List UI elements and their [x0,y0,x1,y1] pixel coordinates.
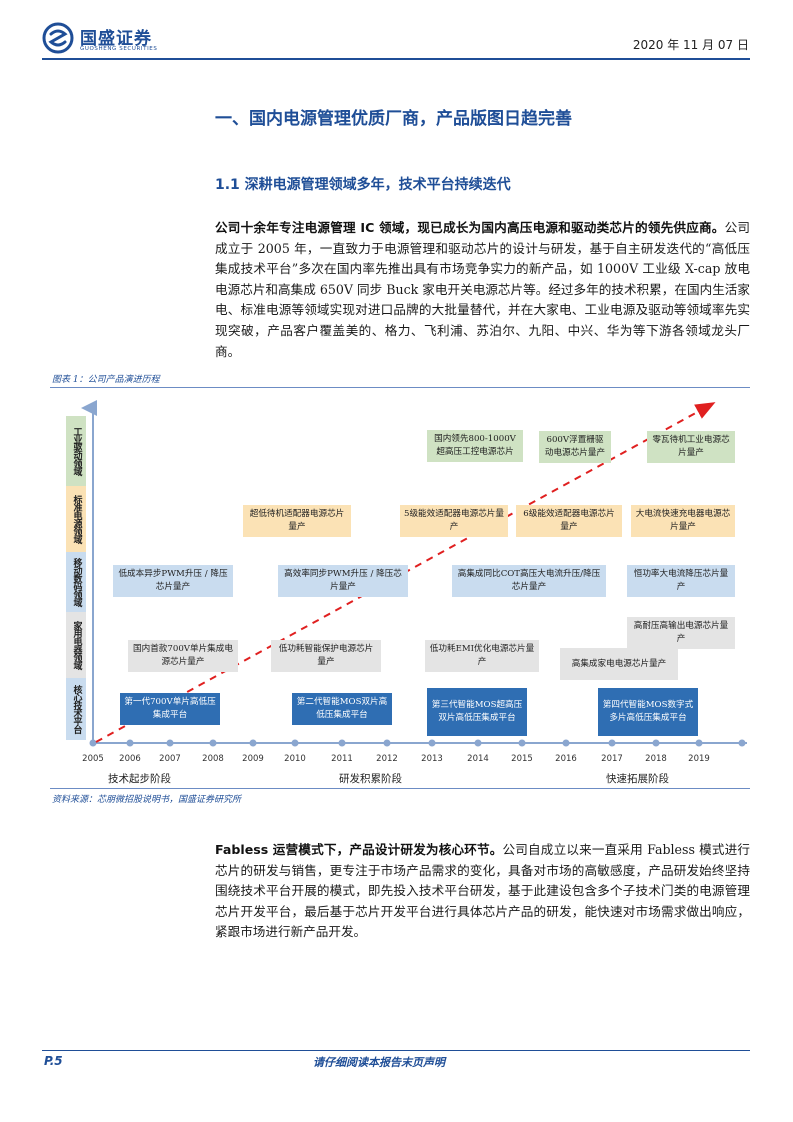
fabless-lead: Fabless 运营模式下，产品设计研发为核心环节。 [215,842,503,857]
stage-expansion: 快速拓展阶段 [606,773,669,785]
year-label: 2019 [688,754,710,764]
year-label: 2013 [421,754,443,764]
platform-gen4: 第四代智能MOS数字式多片高低压集成平台 [598,688,698,736]
industrial-milestone-2016: 600V浮置栅驱动电源芯片量产 [539,431,611,463]
standard-milestone-2013: 5级能效适配器电源芯片量产 [400,505,508,537]
year-dot [166,739,174,747]
stage-accumulation: 研发积累阶段 [339,773,402,785]
year-label: 2005 [82,754,104,764]
year-label: 2006 [119,754,141,764]
brand-logo: 国盛证券 GUOSHENG SECURITIES [42,22,182,56]
header-divider [42,58,750,60]
subsection-title: 1.1 深耕电源管理领域多年，技术平台持续迭代 [215,177,511,193]
fabless-paragraph: Fabless 运营模式下，产品设计研发为核心环节。公司自成立以来一直采用 Fa… [215,840,750,943]
year-dot [652,739,660,747]
year-dot [209,739,217,747]
year-dot [608,739,616,747]
brand-name-en: GUOSHENG SECURITIES [80,46,158,52]
appliance-milestone-2018: 高耐压高输出电源芯片量产 [627,617,735,649]
year-dot [428,739,436,747]
year-label: 2018 [645,754,667,764]
year-dot [126,739,134,747]
year-dot [383,739,391,747]
mobile-milestone-2010: 高效率同步PWM升压 / 降压芯片量产 [278,565,408,597]
category-mobile-digital: 移动数码领域 [66,552,86,612]
year-label: 2011 [331,754,353,764]
page-number: P.5 [44,1054,63,1068]
year-label: 2014 [467,754,489,764]
figure-source: 资料来源：芯朋微招股说明书，国盛证券研究所 [52,795,242,805]
category-core-platform: 核心技术平台 [66,678,86,740]
industrial-milestone-2018: 零瓦待机工业电源芯片量产 [647,431,735,463]
stage-startup: 技术起步阶段 [108,773,171,785]
intro-lead: 公司十余年专注电源管理 IC 领域，现已成长为国内高压电源和驱动类芯片的领先供应… [215,220,725,235]
year-dot [89,739,97,747]
disclaimer-note: 请仔细阅读本报告末页声明 [313,1056,445,1069]
appliance-milestone-2017: 高集成家电电源芯片量产 [560,648,678,680]
standard-milestone-2018: 大电流快速充电器电源芯片量产 [631,505,735,537]
year-dot [474,739,482,747]
product-evolution-diagram: 工业驱动领域 标准电源领域 移动数码领域 家用电器领域 核心技术平台 国内领先8… [50,390,750,786]
guosheng-logo-icon [42,22,74,54]
fabless-body: 公司自成立以来一直采用 Fabless 模式进行芯片的研发与销售，更专注于市场产… [215,842,750,940]
year-label: 2012 [376,754,398,764]
year-dot [249,739,257,747]
industrial-milestone-2013: 国内领先800-1000V超高压工控电源芯片 [427,430,523,462]
year-label: 2010 [284,754,306,764]
platform-gen2: 第二代智能MOS双片高低压集成平台 [292,693,392,725]
year-dot [291,739,299,747]
mobile-milestone-2018: 恒功率大电流降压芯片量产 [627,565,735,597]
standard-milestone-2009: 超低待机适配器电源芯片量产 [243,505,351,537]
year-dot [338,739,346,747]
figure-bottom-divider [50,788,750,789]
appliance-milestone-2010: 低功耗智能保护电源芯片量产 [271,640,381,672]
year-dot [518,739,526,747]
year-dot [562,739,570,747]
standard-milestone-2016: 6级能效适配器电源芯片量产 [516,505,622,537]
year-dot [738,739,746,747]
footer-divider [42,1050,750,1051]
figure-caption: 图表 1：公司产品演进历程 [52,375,160,385]
figure-top-divider [50,387,750,388]
category-standard-power: 标准电源领域 [66,486,86,552]
year-label: 2009 [242,754,264,764]
year-label: 2007 [159,754,181,764]
year-label: 2017 [601,754,623,764]
year-label: 2008 [202,754,224,764]
appliance-milestone-2007: 国内首款700V单片集成电源芯片量产 [128,640,238,672]
year-label: 2015 [511,754,533,764]
appliance-milestone-2014: 低功耗EMI优化电源芯片量产 [425,640,539,672]
year-ticks [89,739,746,747]
mobile-milestone-2006: 低成本异步PWM升压 / 降压芯片量产 [113,565,233,597]
category-industrial: 工业驱动领域 [66,416,86,486]
section-title: 一、国内电源管理优质厂商，产品版图日趋完善 [215,109,572,129]
intro-paragraph: 公司十余年专注电源管理 IC 领域，现已成长为国内高压电源和驱动类芯片的领先供应… [215,218,750,362]
intro-body: 公司成立于 2005 年，一直致力于电源管理和驱动芯片的设计与研发，基于自主研发… [215,220,751,359]
category-appliance: 家用电器领域 [66,612,86,678]
platform-gen3: 第三代智能MOS超高压双片高低压集成平台 [427,688,527,736]
year-dot [695,739,703,747]
year-label: 2016 [555,754,577,764]
platform-gen1: 第一代700V单片高低压集成平台 [120,693,220,725]
brand-name: 国盛证券 [80,29,152,49]
mobile-milestone-2014: 高集成同比COT高压大电流升压/降压芯片量产 [452,565,606,597]
report-date: 2020 年 11 月 07 日 [632,38,749,52]
